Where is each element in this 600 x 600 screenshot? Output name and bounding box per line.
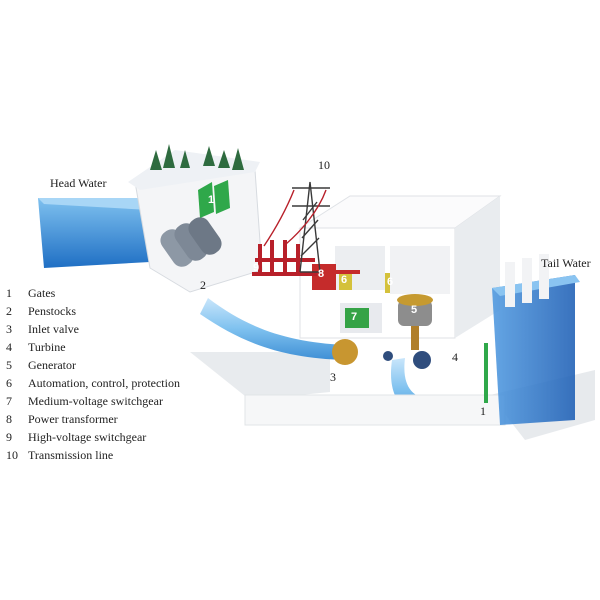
transmission-wire	[263, 189, 295, 247]
tree	[203, 146, 215, 166]
hv-bar	[255, 258, 315, 262]
callout-generator: 5	[411, 304, 418, 316]
legend-number: 10	[6, 447, 18, 462]
legend-number: 3	[6, 321, 12, 336]
callout-automation-left: 6	[341, 274, 348, 286]
intake-pipe	[174, 223, 208, 261]
generator	[397, 294, 433, 350]
tail-gate	[484, 343, 488, 403]
legend-item: 2 Penstocks	[6, 302, 180, 320]
legend-text: Automation, control, protection	[28, 375, 180, 390]
callout-penstocks: 2	[200, 278, 206, 292]
legend-item: 3 Inlet valve	[6, 320, 180, 338]
tail-water-label: Tail Water	[541, 256, 591, 270]
callout-gates: 1	[208, 194, 215, 206]
trees	[150, 144, 244, 170]
legend-number: 7	[6, 393, 12, 408]
tail-wall	[505, 262, 515, 307]
generator-body	[398, 300, 432, 326]
callout-inlet-valve: 3	[330, 370, 336, 384]
inlet-valve	[332, 339, 358, 365]
green-gates	[198, 180, 230, 218]
legend-number: 4	[6, 339, 12, 354]
tree	[232, 148, 244, 170]
head-water-reservoir	[38, 198, 150, 268]
intake-pipes	[160, 217, 222, 267]
powerhouse-side	[455, 196, 500, 338]
legend-text: Turbine	[28, 339, 66, 354]
transmission-tower	[263, 181, 330, 273]
head-water-label: Head Water	[50, 176, 107, 190]
legend-text: Power transformer	[28, 411, 118, 426]
legend-text: Gates	[28, 285, 56, 300]
automation-cabinet	[339, 272, 352, 290]
legend-number: 9	[6, 429, 12, 444]
callout-hv-switchgear: 9	[253, 262, 260, 274]
legend-item: 4 Turbine	[6, 338, 180, 356]
head-water-surface	[38, 198, 150, 210]
gate	[214, 180, 230, 214]
switchgear-unit	[345, 308, 369, 328]
legend-text: Penstocks	[28, 303, 76, 318]
tower-arm	[292, 187, 330, 207]
building-base	[244, 394, 506, 426]
tower-frame	[299, 181, 321, 273]
ground-shadow	[190, 352, 330, 400]
power-transformer	[312, 264, 336, 290]
legend-text: Inlet valve	[28, 321, 79, 336]
tree	[218, 150, 230, 168]
transformer-link	[336, 270, 360, 274]
legend-number: 1	[6, 285, 12, 300]
legend-text: Transmission line	[28, 447, 114, 462]
tree	[150, 150, 162, 170]
generator-ring	[397, 294, 433, 306]
callout-tail-gate: 1	[480, 404, 486, 418]
legend-item: 5 Generator	[6, 356, 180, 374]
legend-number: 2	[6, 303, 12, 318]
intake-pipe	[160, 229, 194, 267]
legend-item: 8 Power transformer	[6, 410, 180, 428]
tail-water	[492, 275, 575, 425]
gate	[198, 182, 214, 218]
turbine	[413, 351, 431, 369]
callout-transmission-line: 10	[318, 158, 330, 172]
legend-item: 1 Gates	[6, 284, 180, 302]
turbine-runner	[383, 351, 393, 361]
callout-turbine: 4	[452, 350, 458, 364]
generator-shaft	[411, 326, 419, 350]
tail-wall	[522, 258, 532, 303]
legend-text: Generator	[28, 357, 76, 372]
tail-wall	[539, 254, 549, 299]
transmission-wire	[285, 189, 327, 245]
machine-room	[390, 246, 450, 294]
callout-automation-right: 6	[387, 276, 394, 288]
penstock-pipe	[200, 298, 345, 360]
legend-item: 10 Transmission line	[6, 446, 180, 464]
legend-text: High-voltage switchgear	[28, 429, 147, 444]
legend-item: 9 High-voltage switchgear	[6, 428, 180, 446]
tree	[180, 150, 190, 168]
legend-text: Medium-voltage switchgear	[28, 393, 163, 408]
legend-item: 6 Automation, control, protection	[6, 374, 180, 392]
tail-gate-walls	[505, 254, 549, 307]
callout-transformer: 8	[318, 268, 325, 280]
callout-switchgear: 7	[351, 311, 358, 323]
legend-number: 5	[6, 357, 12, 372]
legend-number: 8	[6, 411, 12, 426]
tower-lattice	[300, 201, 320, 257]
hv-bar	[252, 272, 317, 276]
legend-number: 6	[6, 375, 12, 390]
legend-item: 7 Medium-voltage switchgear	[6, 392, 180, 410]
tree	[163, 144, 175, 168]
intake-pipe	[188, 217, 222, 255]
high-voltage-switchgear	[252, 240, 317, 276]
